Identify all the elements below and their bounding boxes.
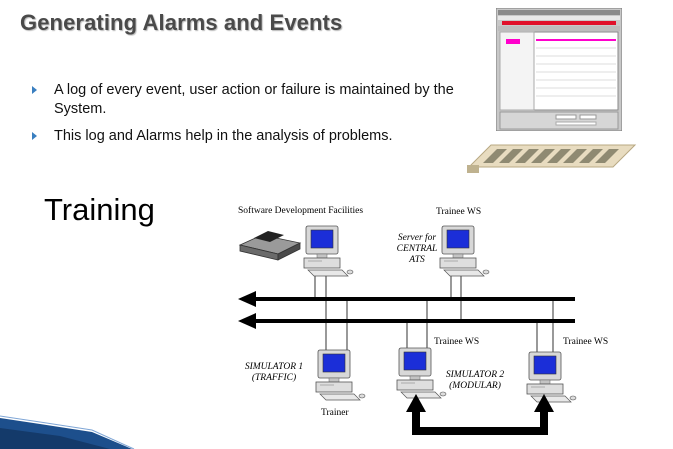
- label-software-dev: Software Development Facilities: [238, 206, 364, 216]
- arrow-left-icon: [238, 313, 256, 329]
- label-server-central: Server for CENTRAL ATS: [396, 233, 438, 265]
- printer-icon: [238, 231, 302, 261]
- label-trainee-ws: Trainee WS: [434, 337, 480, 347]
- simulator-link-arrows: [406, 394, 554, 435]
- arrow-left-icon: [238, 291, 256, 307]
- label-trainee-ws: Trainee WS: [436, 207, 482, 217]
- label-trainee-ws: Trainee WS: [563, 337, 609, 347]
- bullet-item: This log and Alarms help in the analysis…: [32, 127, 462, 146]
- label-simulator-2: SIMULATOR 2 (MODULAR): [445, 370, 505, 391]
- label-simulator-1: SIMULATOR 1 (TRAFFIC): [244, 362, 304, 383]
- decorative-rail: [467, 144, 637, 173]
- bullet-arrow-icon: [32, 132, 37, 140]
- alarm-log-screenshot: [496, 8, 622, 131]
- label-trainer: Trainer: [321, 408, 349, 418]
- slide-title: Generating Alarms and Events: [20, 10, 343, 35]
- section-heading: Training: [44, 192, 155, 227]
- arrow-up-icon: [406, 394, 426, 412]
- bullet-text: This log and Alarms help in the analysis…: [54, 128, 393, 144]
- bullet-text: A log of every event, user action or fai…: [54, 82, 454, 117]
- bullet-list: A log of every event, user action or fai…: [32, 81, 462, 154]
- bullet-item: A log of every event, user action or fai…: [32, 81, 462, 119]
- arrow-up-icon: [534, 394, 554, 412]
- bullet-arrow-icon: [32, 86, 37, 94]
